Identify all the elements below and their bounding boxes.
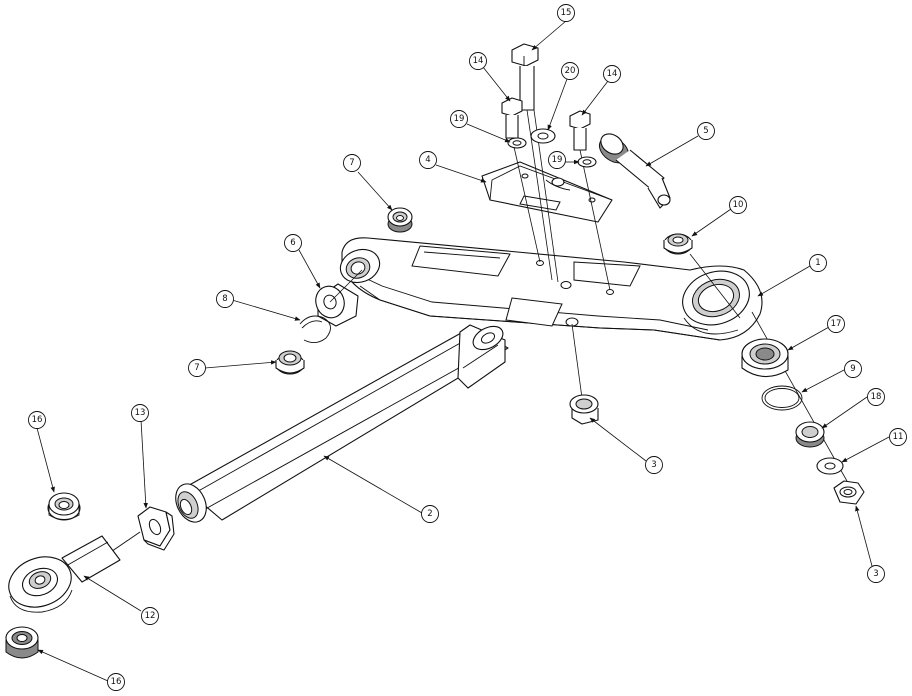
svg-text:9: 9 xyxy=(850,364,855,374)
svg-text:5: 5 xyxy=(703,126,708,136)
balloon-10: 10 xyxy=(729,196,747,214)
bushing-top-part xyxy=(47,492,81,521)
svg-text:16: 16 xyxy=(111,677,122,687)
balloon-16-top: 16 xyxy=(28,411,46,429)
balloon-6: 6 xyxy=(284,234,302,252)
washer-20-part xyxy=(530,128,556,144)
balloon-3-right: 3 xyxy=(867,565,885,583)
svg-text:17: 17 xyxy=(831,319,842,329)
balloon-20: 20 xyxy=(561,62,579,80)
svg-text:19: 19 xyxy=(552,155,563,165)
svg-text:18: 18 xyxy=(871,392,882,402)
balloon-7-bottom: 7 xyxy=(188,359,206,377)
svg-text:10: 10 xyxy=(733,200,744,210)
washer-19-left-part xyxy=(507,137,527,149)
svg-text:16: 16 xyxy=(32,415,43,425)
balloon-5: 5 xyxy=(697,122,715,140)
pin-part xyxy=(598,133,671,209)
bearing-17-part xyxy=(741,338,789,378)
balloon-16-bottom: 16 xyxy=(107,673,125,691)
balloon-7-top: 7 xyxy=(343,154,361,172)
svg-text:3: 3 xyxy=(873,569,878,579)
balloon-2: 2 xyxy=(421,505,439,523)
tube-part xyxy=(175,324,509,523)
svg-text:8: 8 xyxy=(222,294,227,304)
bushing-7-bottom-part xyxy=(275,350,305,375)
svg-text:3: 3 xyxy=(651,460,656,470)
balloon-14-left: 14 xyxy=(469,52,487,70)
nut-3-lower-part xyxy=(569,394,599,425)
svg-text:7: 7 xyxy=(349,158,354,168)
washer-11-part xyxy=(816,457,844,475)
svg-text:1: 1 xyxy=(815,258,820,268)
balloon-15: 15 xyxy=(557,4,575,22)
bracket-part xyxy=(481,161,613,223)
bushing-bottom-part xyxy=(5,626,39,659)
balloon-17: 17 xyxy=(827,315,845,333)
svg-text:7: 7 xyxy=(194,363,199,373)
bushing-6-part xyxy=(315,283,359,327)
balloon-3-lower: 3 xyxy=(645,456,663,474)
balloon-1: 1 xyxy=(809,254,827,272)
rod-end-part xyxy=(8,531,141,613)
balloon-11: 11 xyxy=(889,428,907,446)
bushing-18-part xyxy=(795,421,825,448)
svg-text:6: 6 xyxy=(290,238,295,248)
svg-text:2: 2 xyxy=(427,509,432,519)
svg-text:20: 20 xyxy=(565,66,576,76)
svg-text:15: 15 xyxy=(561,8,572,18)
a-arm-body-part xyxy=(339,237,763,341)
svg-text:14: 14 xyxy=(607,69,618,79)
bolt-15-part xyxy=(511,43,559,283)
balloon-19-right: 19 xyxy=(548,151,566,169)
bolt-14-right-part xyxy=(569,110,611,291)
nut-3-right-part xyxy=(833,480,865,505)
svg-text:4: 4 xyxy=(425,155,430,165)
leader-lines xyxy=(36,20,890,682)
washer-19-right-part xyxy=(577,156,597,168)
jam-nut-part xyxy=(137,506,175,551)
svg-text:13: 13 xyxy=(135,408,146,418)
balloon-13: 13 xyxy=(131,404,149,422)
bushing-10-part xyxy=(663,233,693,255)
svg-text:19: 19 xyxy=(454,114,465,124)
circlip-9-part xyxy=(761,385,803,411)
bolt-14-left-part xyxy=(501,97,541,263)
balloon-9: 9 xyxy=(844,360,862,378)
circlip-8-part xyxy=(299,315,331,343)
svg-text:14: 14 xyxy=(473,56,484,66)
svg-text:12: 12 xyxy=(145,611,156,621)
balloon-12: 12 xyxy=(141,607,159,625)
balloon-19-left: 19 xyxy=(450,110,468,128)
balloon-18: 18 xyxy=(867,388,885,406)
bushing-7-top-part xyxy=(387,207,413,233)
balloon-8: 8 xyxy=(216,290,234,308)
balloon-4: 4 xyxy=(419,151,437,169)
svg-text:11: 11 xyxy=(893,432,904,442)
balloon-14-right: 14 xyxy=(603,65,621,83)
